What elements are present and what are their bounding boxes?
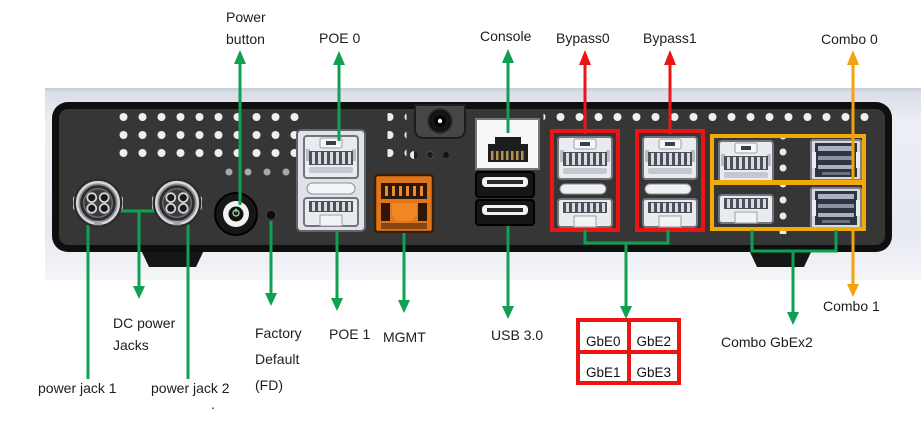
bypass0-label: Bypass0 — [556, 30, 610, 46]
poe-port-module — [296, 129, 366, 232]
usb-label: USB 3.0 — [491, 327, 544, 343]
combo1-arrow — [847, 228, 859, 297]
dc-jacks-arrowhead — [133, 286, 145, 299]
factory-default-arrow — [265, 221, 277, 306]
power-button-label-line1: Power — [226, 9, 266, 25]
factory-default-label-line3: (FD) — [255, 377, 283, 393]
factory-default-label-line2: Default — [255, 351, 300, 367]
gbe-mapping-table: GbE0 GbE2 GbE1 GbE3 — [576, 318, 681, 385]
dc-power-jacks-label-line2: Jacks — [113, 337, 149, 353]
poe0-port — [303, 135, 359, 179]
factory-default-label-line1: Factory — [255, 325, 302, 341]
mgmt-port — [373, 173, 435, 234]
bypass1-port-top — [642, 136, 698, 180]
red-arrows — [579, 50, 676, 134]
power-button-label: Power button — [226, 6, 266, 50]
power-jack-1-connector — [73, 178, 123, 228]
bypass1-port-bottom — [642, 198, 698, 228]
poe0-arrow — [333, 51, 345, 141]
bypass1-label: Bypass1 — [643, 30, 697, 46]
combo0-arrow — [847, 50, 859, 179]
console-port — [475, 118, 540, 170]
usb-port-1 — [475, 171, 535, 198]
mgmt-label: MGMT — [383, 329, 426, 345]
dc-power-jacks-label-line1: DC power — [113, 315, 176, 331]
dc-barrel-plate — [414, 104, 466, 139]
gbe-table-cell: GbE3 — [628, 351, 679, 383]
console-label: Console — [480, 28, 532, 44]
gbe-table-cell: GbE1 — [578, 351, 629, 383]
power-jack-2-label: power jack 2 — [151, 380, 230, 396]
combo0-label: Combo 0 — [821, 31, 878, 47]
status-leds — [410, 151, 450, 159]
combo-sfp-bottom — [810, 187, 862, 229]
chassis-foot-right — [748, 248, 813, 267]
gbe-table-cell: GbE2 — [628, 320, 679, 352]
bypass0-port-top — [557, 136, 613, 180]
poe1-label: POE 1 — [329, 326, 371, 342]
stray-period-mark: . — [211, 396, 215, 412]
factory-default-label: Factory Default (FD) — [255, 320, 302, 398]
power-jack-2-connector — [152, 178, 202, 228]
combo-rj45-top — [718, 140, 774, 184]
console-arrow — [502, 49, 514, 133]
factory-default-hole — [265, 209, 277, 221]
bypass0-arrow — [579, 50, 591, 134]
bypass0-port-bottom — [557, 198, 613, 228]
combo-rj45-bottom — [718, 193, 774, 225]
gbe-table-cell: GbE0 — [578, 320, 629, 352]
combo-ports-group — [710, 134, 866, 231]
power-jack-1-label: power jack 1 — [38, 380, 117, 396]
combo1-highlight-box — [710, 180, 866, 231]
power-button-control — [214, 192, 258, 236]
gbe-ports-arrow — [583, 230, 670, 319]
power-button-label-line2: button — [226, 31, 265, 47]
bypass1-arrow — [664, 50, 676, 134]
combo-gbe-arrow — [750, 230, 838, 325]
power-button-arrow — [234, 50, 246, 205]
combo1-label: Combo 1 — [823, 298, 880, 314]
vent-holes — [115, 109, 878, 234]
usb-arrow — [502, 226, 514, 319]
annotation-arrows — [234, 49, 859, 325]
dc-power-jacks-label: DC power Jacks — [113, 312, 175, 356]
combo-gbex2-label: Combo GbEx2 — [721, 334, 813, 350]
poe0-label: POE 0 — [319, 30, 361, 46]
mgmt-arrow — [398, 233, 410, 313]
poe1-arrow — [331, 232, 343, 311]
yellow-arrows — [847, 50, 859, 297]
poe1-port — [303, 197, 359, 227]
usb-port-2 — [475, 199, 535, 226]
green-arrows — [234, 49, 838, 325]
